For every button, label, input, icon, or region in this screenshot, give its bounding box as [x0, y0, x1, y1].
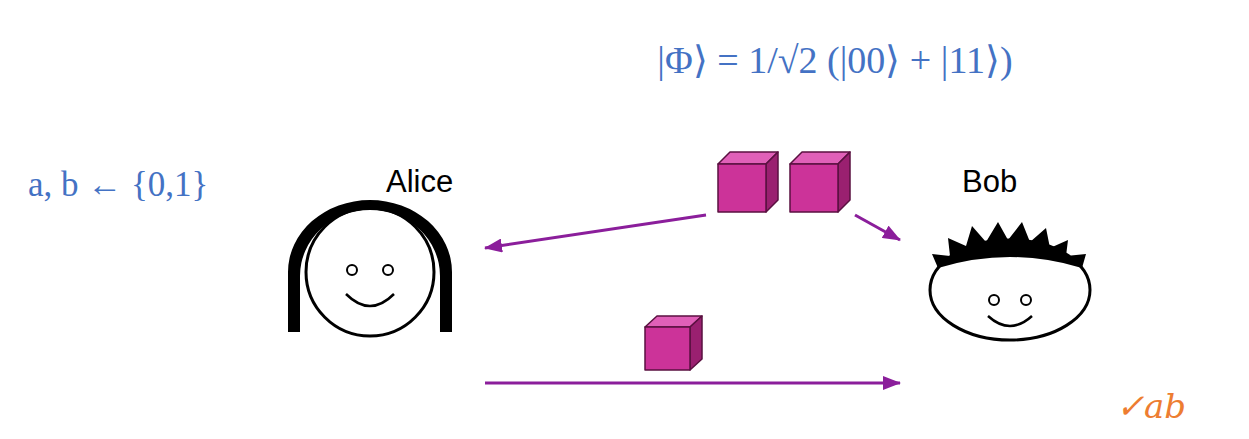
random-bits: a, b ← {0,1}: [28, 165, 208, 205]
bob-face: [930, 222, 1090, 340]
qubit-cube: [790, 152, 850, 212]
transfer-arrow: [485, 215, 706, 248]
qubit-cube: [645, 316, 702, 370]
state-formula: |Φ⟩ = 1/√2 (|00⟩ + |11⟩): [657, 38, 1012, 82]
party-name: Alice: [386, 164, 453, 200]
alice-party: Alice: [280, 160, 485, 395]
check-result: ✓ab: [1116, 386, 1186, 426]
transfer-arrow: [485, 382, 900, 385]
bob-party: Bob: [900, 160, 1115, 395]
transfer-arrow: [855, 215, 900, 240]
party-name: Bob: [962, 164, 1017, 200]
qubit-cube: [718, 152, 778, 212]
alice-face: [288, 200, 452, 336]
